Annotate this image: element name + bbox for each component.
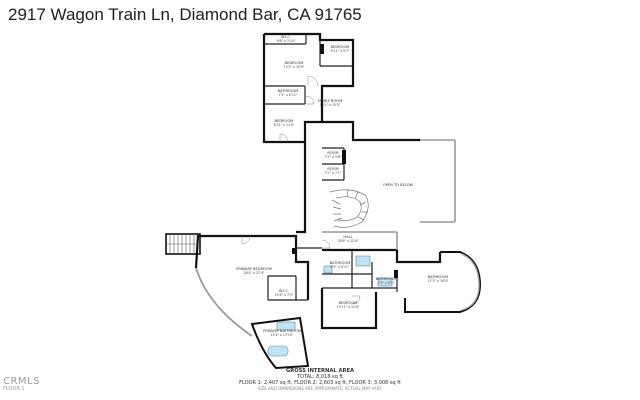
room-label-bathroom-upper: BATHROOM xyxy=(278,89,299,93)
wall-bedroom-box xyxy=(320,288,378,330)
column-marks xyxy=(292,44,398,278)
room-dim-bedroom-left: 8'11" x 11'4" xyxy=(274,123,295,127)
room-dim-wic-mid: 14'6" x 7'3" xyxy=(275,293,294,297)
room-label-bathroom-small: BATHROOM xyxy=(330,261,351,265)
room-dim-bathroom-tiny: 7'5" x 6'1" xyxy=(378,281,395,285)
wall-mid-left xyxy=(296,145,307,234)
window-walls xyxy=(322,139,456,250)
primary-bath-wall xyxy=(250,316,310,370)
bath-fixture xyxy=(355,255,371,267)
room-label-room-b: ROOM xyxy=(327,167,338,171)
wall-primary xyxy=(212,234,310,300)
room-label-bedroom-left: BEDROOM xyxy=(275,119,294,123)
watermark-brand: CRMLS xyxy=(3,376,40,387)
room-dim-room-a: 3'7" x 5'6" xyxy=(325,155,342,159)
room-label-room-a: ROOM xyxy=(327,151,338,155)
room-label-bedroom-bottom: BEDROOM xyxy=(339,301,358,305)
straight-stairs xyxy=(165,233,201,255)
room-dim-family-room: 13'1" x 15'3" xyxy=(320,103,341,107)
shower xyxy=(276,321,296,331)
wall-lower-right xyxy=(322,248,442,264)
wall-primary-base xyxy=(194,234,212,269)
room-dim-primary-bathroom: 15'4" x 13'10" xyxy=(271,333,294,337)
doors xyxy=(241,75,361,305)
room-dim-primary-bedroom: 26'4" x 27'4" xyxy=(244,271,265,275)
room-dim-wic-top: 9'8" x 3'10" xyxy=(277,39,296,43)
room-label-bedroom-tr: BEDROOM xyxy=(331,45,350,49)
bathroom-right-wall xyxy=(404,251,482,313)
spiral-staircase xyxy=(329,189,369,228)
wall-top-left xyxy=(262,34,305,144)
area-total: TOTAL: 8,018 sq ft xyxy=(296,374,344,380)
area-floors: FLOOR 1: 2,407 sq ft, FLOOR 2: 2,603 sq … xyxy=(239,380,401,386)
room-dim-bathroom-small: 8'5" x 8'11" xyxy=(331,265,350,269)
room-label-family-room: FAMILY ROOM xyxy=(318,99,342,103)
room-label-wic-mid: W.I.C. xyxy=(279,289,289,293)
fixtures xyxy=(267,255,393,357)
bathtub xyxy=(267,345,289,357)
primary-curved-wall xyxy=(195,267,253,337)
wall-top-wing xyxy=(264,32,355,145)
mls-watermark: CRMLS FLOOR 1 xyxy=(3,376,40,392)
area-summary: GROSS INTERNAL AREA TOTAL: 8,018 sq ft F… xyxy=(0,368,640,392)
room-label-primary-bedroom: PRIMARY BEDROOM xyxy=(236,267,272,271)
room-dim-bedroom-tr: 8'11" x 9'7" xyxy=(331,49,350,53)
bathroom-right-window xyxy=(461,253,480,311)
exterior-walls xyxy=(194,32,442,330)
bath-fixture xyxy=(377,277,393,287)
room-label-bedroom-big: BEDROOM xyxy=(285,61,304,65)
room-dim-room-b: 3'7" x 7'1" xyxy=(325,171,342,175)
room-dim-bathroom-right: 17'3" x 16'4" xyxy=(428,279,449,283)
page-title: 2917 Wagon Train Ln, Diamond Bar, CA 917… xyxy=(8,5,362,24)
room-dim-bathroom-upper: 7'1" x 6'11" xyxy=(279,93,298,97)
room-label-bathroom-tiny: BATHROOM xyxy=(376,277,397,281)
room-label-bathroom-right: BATHROOM xyxy=(428,275,449,279)
room-label-open-to-below: OPEN TO BELOW xyxy=(383,183,414,187)
wall-mid-right xyxy=(322,120,420,142)
area-heading: GROSS INTERNAL AREA xyxy=(285,368,355,374)
room-dim-hall: 28'9" x 12'4" xyxy=(338,239,359,243)
room-label-hall: HALL xyxy=(343,235,352,239)
room-dim-bedroom-bottom: 13'11" x 12'8" xyxy=(337,305,360,309)
bath-fixture xyxy=(323,265,333,274)
area-disclaimer: SIZE AND DIMENSIONS ARE APPROXIMATE, ACT… xyxy=(257,386,383,391)
room-label-wic-top: W.I.C. xyxy=(281,35,291,39)
room-label-primary-bathroom: PRIMARY BATHROOM xyxy=(263,329,301,333)
watermark-floor: FLOOR 1 xyxy=(3,386,25,392)
room-dim-bedroom-big: 13'3" x 10'9" xyxy=(284,65,305,69)
